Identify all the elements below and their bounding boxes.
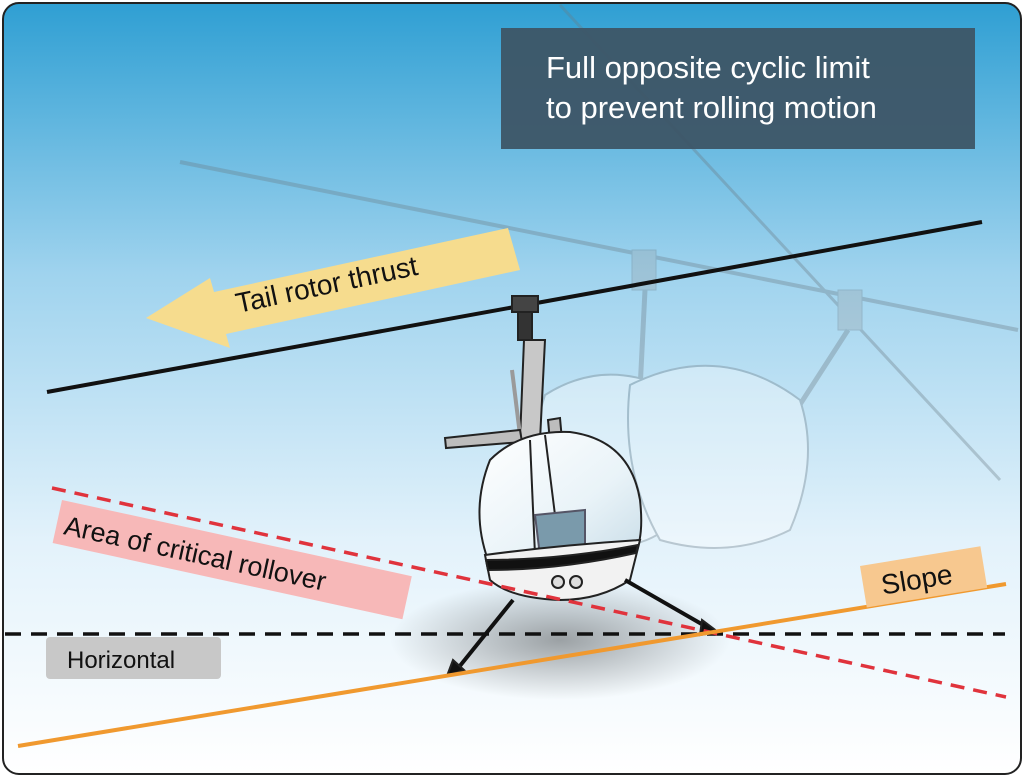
callout-line-1: Full opposite cyclic limit bbox=[546, 50, 870, 85]
critical-rollover-line bbox=[51, 486, 1007, 699]
tail-rotor-thrust-arrow bbox=[146, 228, 520, 348]
horizontal-label: Horizontal bbox=[67, 647, 175, 674]
helicopter-illustration bbox=[443, 295, 721, 678]
slope-line bbox=[17, 582, 1007, 748]
horizontal-tag: Horizontal bbox=[46, 637, 221, 679]
slope-tag: Slope bbox=[860, 546, 988, 608]
cyclic-limit-callout: Full opposite cyclic limit to prevent ro… bbox=[501, 28, 975, 149]
callout-line-2: to prevent rolling motion bbox=[546, 90, 877, 125]
